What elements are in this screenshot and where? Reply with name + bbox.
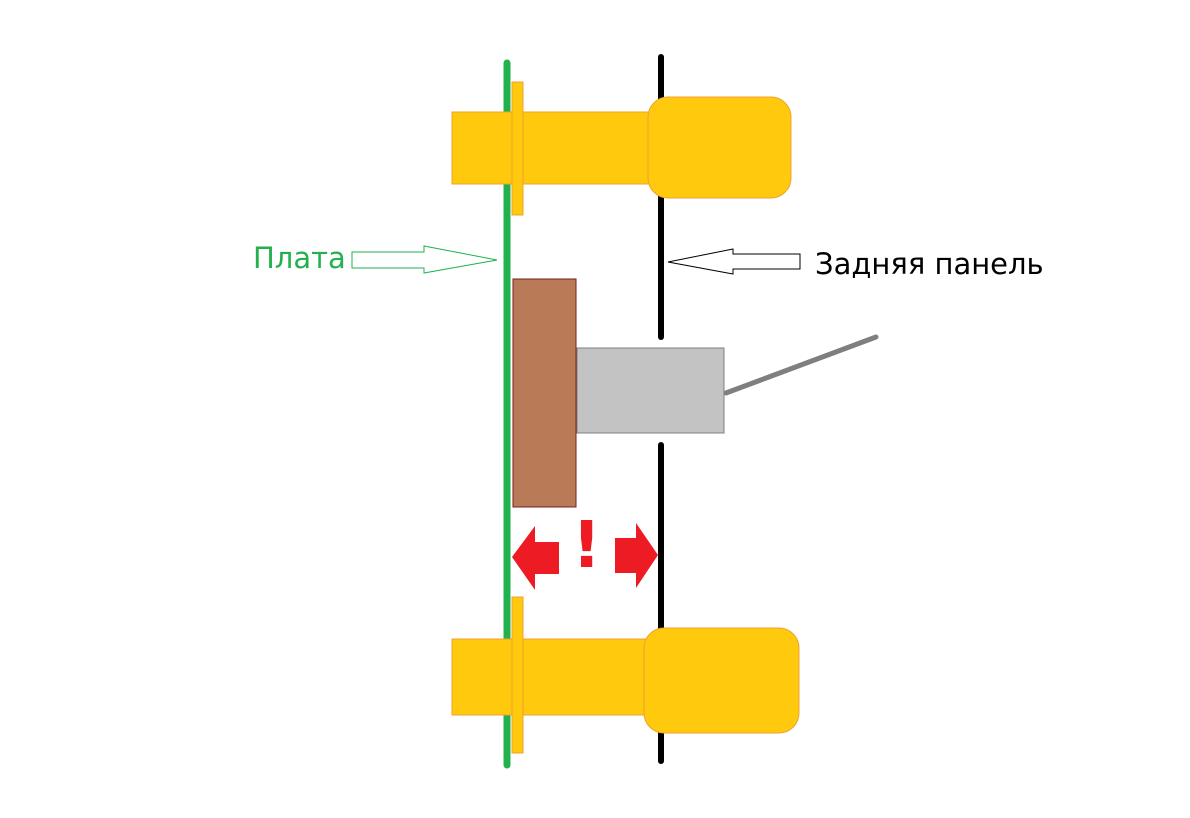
warning-exclamation: ! <box>572 509 602 583</box>
panel-pointer-arrow-icon <box>667 248 801 275</box>
plug-body <box>576 347 725 434</box>
back-panel-label: Задняя панель <box>815 247 1044 281</box>
gap-right-arrow-icon <box>615 523 658 588</box>
top-connector <box>451 81 792 216</box>
board-pointer-arrow-icon <box>351 245 498 274</box>
board-component <box>512 278 577 508</box>
bottom-connector <box>451 596 800 754</box>
gap-left-arrow-icon <box>512 526 559 590</box>
plug-wire <box>723 334 879 396</box>
board-label: Плата <box>253 241 346 275</box>
